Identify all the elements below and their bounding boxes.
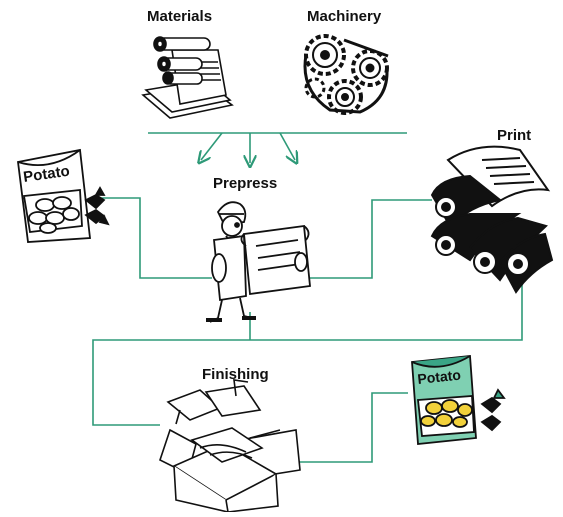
connector-print-return (92, 278, 523, 426)
connector-finishing-to-final (298, 392, 408, 463)
final-bag-icon: Potato (411, 355, 506, 445)
prepress-icon (206, 201, 311, 323)
connector-prepress-to-print (298, 199, 432, 279)
print-label: Print (497, 127, 532, 144)
machinery-icon (303, 34, 389, 115)
arrow-to-prepress-right (279, 132, 295, 160)
raw-bag-label: Potato (22, 163, 71, 186)
connectors (92, 132, 523, 463)
materials-label: Materials (147, 8, 213, 25)
print-icon (430, 145, 554, 294)
materials-icon (141, 36, 234, 119)
raw-bag-icon: Potato (17, 148, 110, 243)
final-bag-label: Potato (417, 367, 462, 387)
finishing-icon (159, 379, 301, 514)
connector-rawbag-to-prepress (95, 197, 212, 279)
prepress-label: Prepress (213, 175, 278, 192)
arrow-to-prepress-left (201, 132, 223, 160)
finishing-label: Finishing (202, 366, 269, 383)
machinery-label: Machinery (307, 8, 382, 25)
